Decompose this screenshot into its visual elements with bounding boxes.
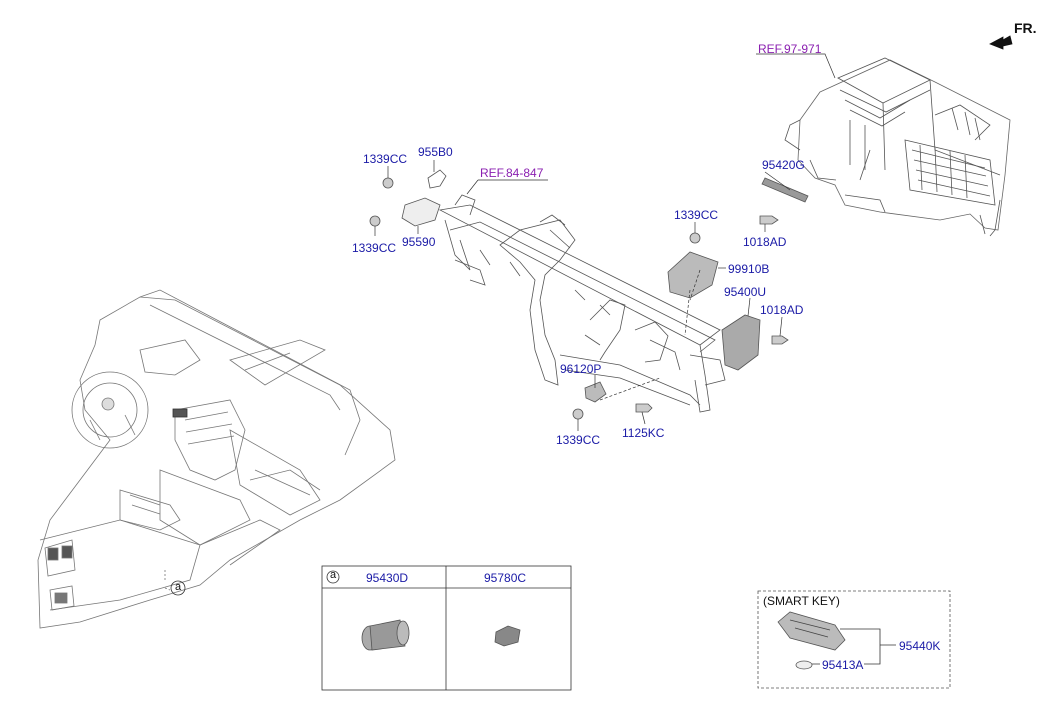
callout-a-circle <box>170 580 186 596</box>
label-1125kc[interactable]: 1125KC <box>622 426 665 440</box>
front-arrow-icon <box>989 35 1013 50</box>
part-95420g-drawing <box>761 177 809 203</box>
label-95780c[interactable]: 95780C <box>484 571 527 585</box>
label-99910b[interactable]: 99910B <box>728 262 770 276</box>
label-95413a[interactable]: 95413A <box>822 658 864 672</box>
nut-1339cc-a-drawing <box>382 177 394 189</box>
label-1339cc-c[interactable]: 1339CC <box>674 208 719 222</box>
label-95400u[interactable]: 95400U <box>724 285 767 299</box>
nut-1339cc-c-drawing <box>689 232 701 244</box>
label-95590[interactable]: 95590 <box>402 235 436 249</box>
label-95420g[interactable]: 95420G <box>762 158 805 172</box>
interior-dashboard-drawing <box>37 289 396 629</box>
callout-a-label: a <box>175 581 182 593</box>
smart-key-fob-drawing <box>777 611 846 651</box>
ref-84-847[interactable]: REF.84-847 <box>480 166 544 180</box>
part-95430d-drawing <box>361 619 410 651</box>
bolt-1125kc-drawing <box>635 403 653 413</box>
part-99910b-drawing <box>667 251 719 299</box>
bolt-1018ad-a-drawing <box>759 215 779 225</box>
part-95590-drawing <box>401 197 441 227</box>
label-1018ad-b[interactable]: 1018AD <box>760 303 804 317</box>
label-95430d[interactable]: 95430D <box>366 571 409 585</box>
bolt-1018ad-b-drawing <box>771 335 789 345</box>
nut-1339cc-d-drawing <box>572 408 584 420</box>
part-95400u-drawing <box>721 314 761 371</box>
part-955b0-drawing <box>427 169 447 189</box>
inset-table-marker: a <box>330 569 337 581</box>
ref-97-971[interactable]: REF.97-971 <box>758 42 822 56</box>
part-96120p-drawing <box>584 381 607 403</box>
leader-lines <box>374 53 836 431</box>
part-95780c-drawing <box>494 625 521 647</box>
label-955b0[interactable]: 955B0 <box>418 145 453 159</box>
label-95440k[interactable]: 95440K <box>899 639 941 653</box>
front-marker: FR. <box>1014 20 1037 36</box>
label-1339cc-d[interactable]: 1339CC <box>556 433 601 447</box>
label-1339cc-a[interactable]: 1339CC <box>363 152 408 166</box>
smart-key-box <box>757 590 951 689</box>
battery-drawing <box>795 660 813 670</box>
smart-key-title: (SMART KEY) <box>763 594 840 608</box>
hvac-unit-drawing <box>784 57 1011 237</box>
label-1018ad-a[interactable]: 1018AD <box>743 235 787 249</box>
nut-1339cc-b-drawing <box>369 215 381 227</box>
label-96120p[interactable]: 96120P <box>560 362 602 376</box>
inset-table <box>321 565 572 691</box>
smart-key-leader <box>812 628 896 665</box>
label-1339cc-b[interactable]: 1339CC <box>352 241 397 255</box>
cowl-crossbar-drawing <box>438 194 726 413</box>
